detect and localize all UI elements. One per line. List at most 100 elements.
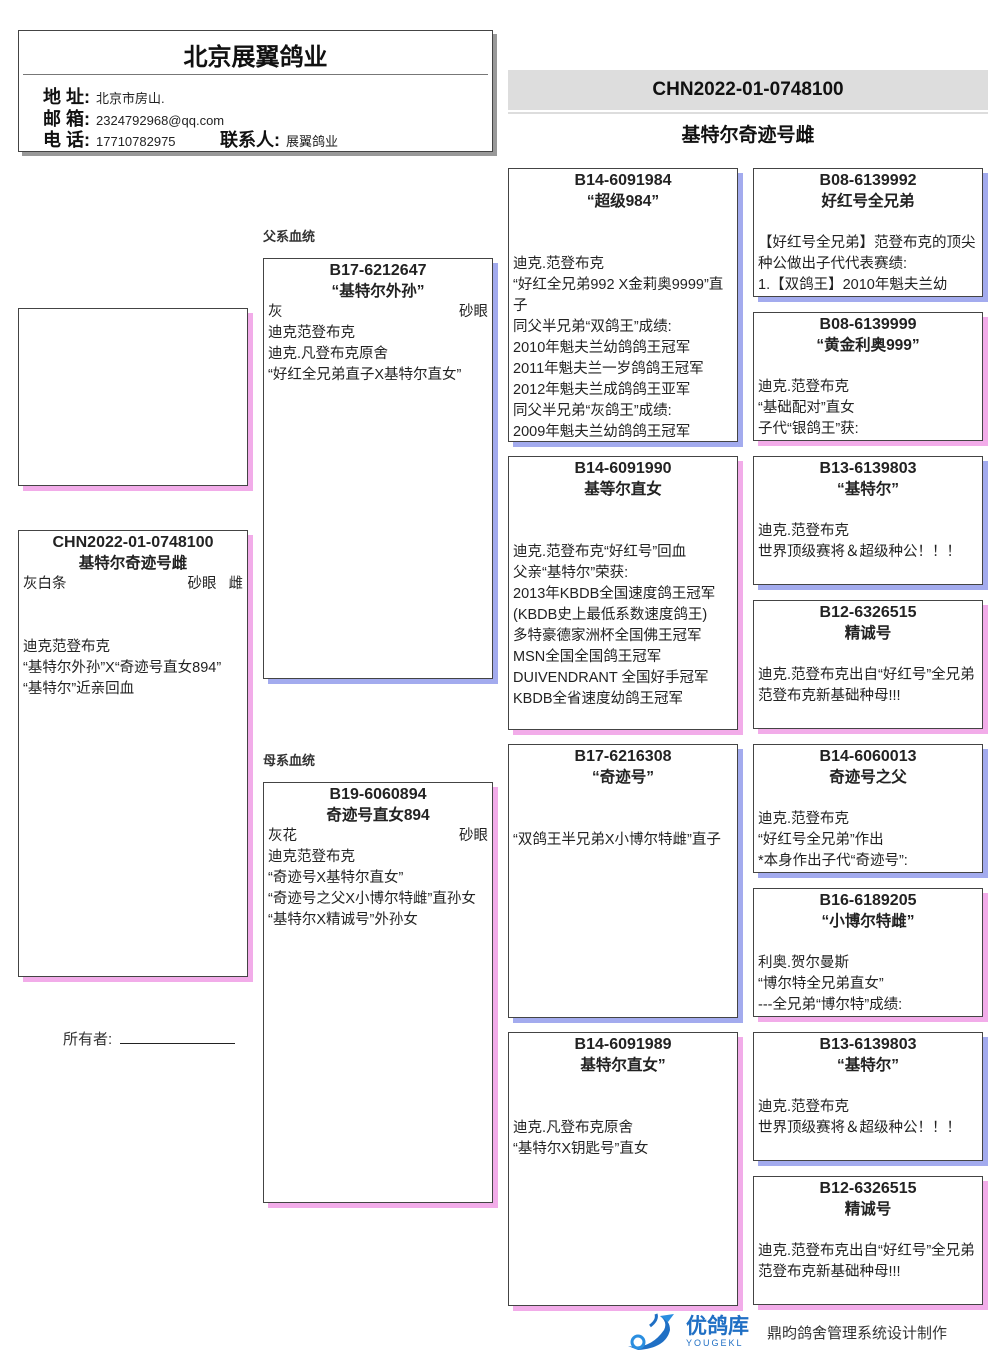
note-line: 迪克.范登布克: [758, 811, 850, 827]
spacer: [758, 644, 978, 665]
pedigree-card-sire[interactable]: B17-6212647 “基特尔外孙”灰砂眼迪克范登布克迪克.凡登布克原舍“好红…: [263, 258, 493, 679]
note-line: 迪克.范登布克出自“好红号”全兄弟范登布克新基础种母!!!: [758, 1243, 975, 1280]
pedigree-card-ss[interactable]: B14-6091984 “超级984” 迪克.范登布克 “好红全兄弟992 X金莉奥…: [508, 168, 738, 442]
color-eye-row: 灰砂眼: [268, 302, 488, 323]
note-line: 利奥.贺尔曼斯: [758, 955, 850, 971]
bird-name: 基特尔直女”: [580, 1057, 666, 1074]
spacer: [513, 500, 733, 542]
ring-number: B14-6091984: [574, 172, 672, 189]
ring-number: B19-6060894: [329, 786, 427, 803]
note-line: 【好红号全兄弟】范登布克的顶尖种公做出子代代表赛绩:: [758, 235, 976, 272]
spacer: [513, 1076, 733, 1118]
note-line: 2010年魁夫兰幼鸽鸽王冠军: [513, 340, 691, 356]
spacer: [758, 1220, 978, 1241]
bird-name: “奇迹号”: [591, 769, 654, 786]
divider: [23, 74, 488, 75]
bird-name: 基等尔直女: [584, 481, 662, 498]
yougeku-logo-icon: [628, 1313, 674, 1350]
spacer: [758, 788, 978, 809]
divider: [508, 112, 988, 114]
bird-name: “基特尔”: [836, 1057, 899, 1074]
eye-type: 砂眼: [459, 304, 488, 320]
pedigree-card-ddd[interactable]: B12-6326515 精诚号迪克.范登布克出自“好红号”全兄弟范登布克新基础种…: [753, 1176, 983, 1305]
note-line: 迪克.范登布克: [758, 379, 850, 395]
note-line: 迪克范登布克: [268, 325, 355, 341]
email-value: 2324792968@qq.com: [96, 113, 225, 128]
note-line: “好红号全兄弟”作出: [758, 832, 884, 848]
bird-name: “黄金利奥999”: [816, 337, 920, 354]
pedigree-card-sss[interactable]: B08-6139992 好红号全兄弟【好红号全兄弟】范登布克的顶尖种公做出子代代…: [753, 168, 983, 297]
bird-name: 好红号全兄弟: [821, 193, 915, 210]
bird-name: “基特尔外孙”: [331, 283, 425, 300]
spacer: [758, 932, 978, 953]
owner-label: 所有者:: [63, 1031, 113, 1048]
sex-label: 雌: [228, 576, 244, 592]
eye-type: 砂眼: [187, 576, 217, 592]
note-line: (KBDB史上最低系数速度鸽王): [513, 607, 708, 623]
note-line: 世界顶级赛将＆超级种公！！！: [758, 544, 961, 560]
ring-number: B17-6216308: [574, 748, 672, 765]
bird-name: “超级984”: [586, 193, 660, 210]
sire-line-label: 父系血统: [263, 229, 316, 244]
note-line: 迪克.范登布克出自“好红号”全兄弟范登布克新基础种母!!!: [758, 667, 975, 704]
note-line: 2012年魁夫兰成鸽鸽王亚军: [513, 382, 691, 398]
pedigree-card-sd[interactable]: B14-6091990 基等尔直女迪克.范登布克“好红号”回血父亲“基特尔”荣获…: [508, 456, 738, 730]
note-line: 迪克范登布克: [268, 849, 355, 865]
note-line: “基特尔X精诚号”外孙女: [268, 912, 418, 928]
bird-name: “小博尔特雌”: [821, 913, 915, 930]
note-line: 迪克.范登布克: [758, 1099, 850, 1115]
ring-number: B14-6091990: [574, 460, 672, 477]
bird-name: 精诚号: [844, 625, 892, 642]
ring-number: B12-6326515: [819, 1180, 917, 1197]
owner-field: 所有者:: [63, 1028, 236, 1049]
credit-text: 鼎昀鸽舍管理系统设计制作: [767, 1324, 948, 1342]
ring-number: B12-6326515: [819, 604, 917, 621]
pedigree-card-subject[interactable]: CHN2022-01-0748100 基特尔奇迹号雌灰白条砂眼雌迪克范登布克“基…: [18, 530, 248, 977]
bird-name: 基特尔奇迹号雌: [78, 555, 188, 572]
pedigree-card-dss[interactable]: B14-6060013 奇迹号之父迪克.范登布克“好红号全兄弟”作出*本身作出子…: [753, 744, 983, 873]
owner-signature-line: [120, 1029, 236, 1044]
brand-name-en: YOUGEKL: [686, 1338, 744, 1348]
pedigree-card-dsd[interactable]: B16-6189205 “小博尔特雌” 利奥.贺尔曼斯 “博尔特全兄弟直女” ---全…: [753, 888, 983, 1017]
note-line: 2009年魁夫兰幼鸽鸽王冠军: [513, 424, 691, 440]
note-line: “博尔特全兄弟直女”: [758, 976, 884, 992]
dam-line-label: 母系血统: [263, 753, 316, 768]
note-line: “好红全兄弟直子X基特尔直女”: [268, 367, 462, 383]
note-line: 迪克.范登布克: [513, 256, 605, 272]
contact-label: 联系人:: [220, 130, 280, 150]
pedigree-card-ssd[interactable]: B08-6139999 “黄金利奥999”迪克.范登布克“基础配对”直女子代“银…: [753, 312, 983, 441]
bird-name-title: 基特尔奇迹号雌: [681, 125, 815, 146]
pedigree-card-sdd[interactable]: B12-6326515 精诚号迪克.范登布克出自“好红号”全兄弟范登布克新基础种…: [753, 600, 983, 729]
note-line: 父亲“基特尔”荣获:: [513, 565, 629, 581]
ring-number-banner: CHN2022-01-0748100: [508, 70, 988, 110]
plumage-color: 灰白条: [23, 576, 67, 592]
phone-value: 17710782975: [96, 134, 176, 149]
note-line: ---全兄弟“博尔特”成绩:: [758, 997, 903, 1013]
ring-number: B08-6139992: [819, 172, 917, 189]
pedigree-card-ds[interactable]: B17-6216308 “奇迹号” “双鸽王半兄弟X小博尔特雌”直子: [508, 744, 738, 1018]
loft-info-box: 北京展翼鸽业 地 址:北京市房山. 邮 箱:2324792968@qq.com …: [18, 30, 493, 152]
note-line: KBDB全省速度幼鸽王冠军: [513, 691, 683, 707]
color-eye-row: 灰花砂眼: [268, 826, 488, 847]
pedigree-card-dd[interactable]: B14-6091989 基特尔直女”迪克.凡登布克原舍“基特尔X钥匙号”直女: [508, 1032, 738, 1306]
brand-name: 优鸽库: [686, 1315, 749, 1338]
ring-number: B16-6189205: [819, 892, 917, 909]
pedigree-card-sds[interactable]: B13-6139803 “基特尔”迪克.范登布克世界顶级赛将＆超级种公！！！: [753, 456, 983, 585]
note-line: 迪克范登布克: [23, 639, 110, 655]
note-line: 同父半兄弟“灰鸽王”成绩:: [513, 403, 672, 419]
bird-name: “基特尔”: [836, 481, 899, 498]
note-line: “双鸽王半兄弟X小博尔特雌”直子: [513, 832, 721, 848]
pedigree-card-dds[interactable]: B13-6139803 “基特尔”迪克.范登布克世界顶级赛将＆超级种公！！！: [753, 1032, 983, 1161]
bird-name: 奇迹号之父: [829, 769, 907, 786]
spacer: [513, 212, 733, 254]
note-line: “好红全兄弟992 X金莉奥9999”直子: [513, 277, 724, 314]
spacer: [758, 356, 978, 377]
photo-frame: [18, 308, 248, 486]
note-line: “基特尔外孙”X“奇迹号直女894”: [23, 660, 222, 676]
email-label: 邮 箱:: [43, 109, 90, 129]
note-line: 世界顶级赛将＆超级种公！！！: [758, 1120, 961, 1136]
note-line: 多特豪德家洲杯全国佛王冠军: [513, 628, 702, 644]
